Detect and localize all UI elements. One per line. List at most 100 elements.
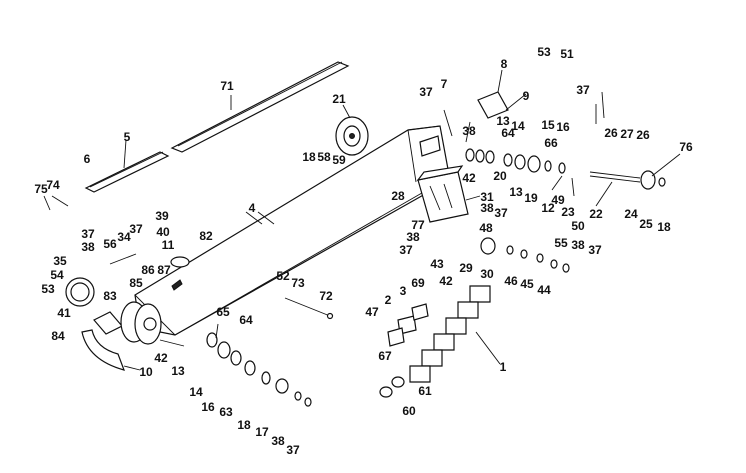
callout-56: 56 — [103, 237, 117, 251]
callout-63: 63 — [219, 405, 233, 419]
callout-55: 55 — [554, 236, 568, 250]
callout-2: 2 — [384, 293, 392, 307]
callout-44: 44 — [537, 283, 551, 297]
callout-15: 15 — [541, 118, 555, 132]
callout-30: 30 — [480, 267, 494, 281]
callout-45: 45 — [520, 277, 534, 291]
callout-17: 17 — [255, 425, 269, 439]
part-21-pulley — [335, 104, 369, 156]
callout-64a: 64 — [501, 126, 515, 140]
part-60-61-clips — [379, 376, 405, 398]
callout-38f: 38 — [271, 434, 285, 448]
callout-74: 74 — [46, 178, 60, 192]
callout-34: 34 — [117, 230, 131, 244]
callout-47: 47 — [365, 305, 379, 319]
part-washer-cluster-lower — [206, 332, 312, 407]
callout-39: 39 — [155, 209, 169, 223]
callout-31: 31 — [480, 190, 494, 204]
callout-66: 66 — [544, 136, 558, 150]
callout-77: 77 — [411, 218, 425, 232]
callout-14a: 14 — [511, 119, 525, 133]
callout-27: 27 — [620, 127, 634, 141]
callout-13c: 13 — [171, 364, 185, 378]
callout-69: 69 — [411, 276, 425, 290]
callout-40: 40 — [156, 225, 170, 239]
callout-49: 49 — [551, 193, 565, 207]
callout-11: 11 — [161, 238, 175, 252]
callout-53a: 53 — [537, 45, 551, 59]
callout-19: 19 — [524, 191, 538, 205]
callout-5: 5 — [123, 130, 131, 144]
callout-29: 29 — [459, 261, 473, 275]
callout-26b: 26 — [636, 128, 650, 142]
part-10-guard — [81, 311, 141, 371]
callout-37e: 37 — [588, 243, 602, 257]
callout-50: 50 — [571, 219, 585, 233]
callout-16b: 16 — [201, 400, 215, 414]
callout-4: 4 — [248, 201, 256, 215]
callout-37a: 37 — [419, 85, 433, 99]
callout-3: 3 — [399, 284, 407, 298]
callout-72: 72 — [319, 289, 333, 303]
callout-26a: 26 — [604, 126, 618, 140]
part-71-top-rail — [170, 61, 350, 153]
callout-23: 23 — [561, 205, 575, 219]
callout-84: 84 — [51, 329, 65, 343]
callout-13b: 13 — [509, 185, 523, 199]
callout-9: 9 — [522, 89, 530, 103]
callout-22: 22 — [589, 207, 603, 221]
callout-65: 65 — [216, 305, 230, 319]
callout-38d: 38 — [571, 238, 585, 252]
callout-37b: 37 — [576, 83, 590, 97]
callout-37h: 37 — [286, 443, 300, 457]
callout-38e: 38 — [81, 240, 95, 254]
callout-38b: 38 — [480, 201, 494, 215]
callout-52: 52 — [276, 269, 290, 283]
part-72-bolt — [284, 297, 334, 320]
callout-83: 83 — [103, 289, 117, 303]
callout-14b: 14 — [189, 385, 203, 399]
callout-86: 86 — [141, 263, 155, 277]
callout-58: 58 — [317, 150, 331, 164]
callout-53b: 53 — [41, 282, 55, 296]
part-11-cap — [170, 256, 190, 291]
callout-41: 41 — [57, 306, 71, 320]
callout-73: 73 — [291, 276, 305, 290]
callout-48: 48 — [479, 221, 493, 235]
callout-42c: 42 — [154, 351, 168, 365]
callout-18a: 18 — [302, 150, 316, 164]
callout-42b: 42 — [439, 274, 453, 288]
callout-6: 6 — [83, 152, 91, 166]
callout-1: 1 — [499, 360, 507, 374]
part-washer-cluster-right — [465, 148, 566, 174]
callout-16a: 16 — [556, 120, 570, 134]
callout-85: 85 — [129, 276, 143, 290]
leader-lines — [43, 91, 605, 347]
part-5-left-rail — [84, 139, 170, 193]
part-22-shaft — [589, 171, 641, 207]
callout-20: 20 — [493, 169, 507, 183]
part-28-gear-housing — [416, 165, 469, 223]
callout-8: 8 — [500, 57, 508, 71]
callout-76: 76 — [679, 140, 693, 154]
part-76-hub — [640, 153, 681, 190]
callout-42a: 42 — [462, 171, 476, 185]
callout-38a: 38 — [462, 124, 476, 138]
callout-24: 24 — [624, 207, 638, 221]
callout-28: 28 — [391, 189, 405, 203]
part-56-bolt — [109, 253, 137, 265]
callout-38c: 38 — [406, 230, 420, 244]
callout-37g: 37 — [129, 222, 143, 236]
part-8-plate — [477, 69, 509, 119]
callout-13a: 13 — [496, 114, 510, 128]
callout-61: 61 — [418, 384, 432, 398]
callout-75: 75 — [34, 182, 48, 196]
callout-46: 46 — [504, 274, 518, 288]
part-washer-cluster-middle — [480, 237, 570, 273]
callout-7: 7 — [440, 77, 448, 91]
callout-21: 21 — [332, 92, 346, 106]
callout-37c: 37 — [494, 206, 508, 220]
callout-37d: 37 — [399, 243, 413, 257]
